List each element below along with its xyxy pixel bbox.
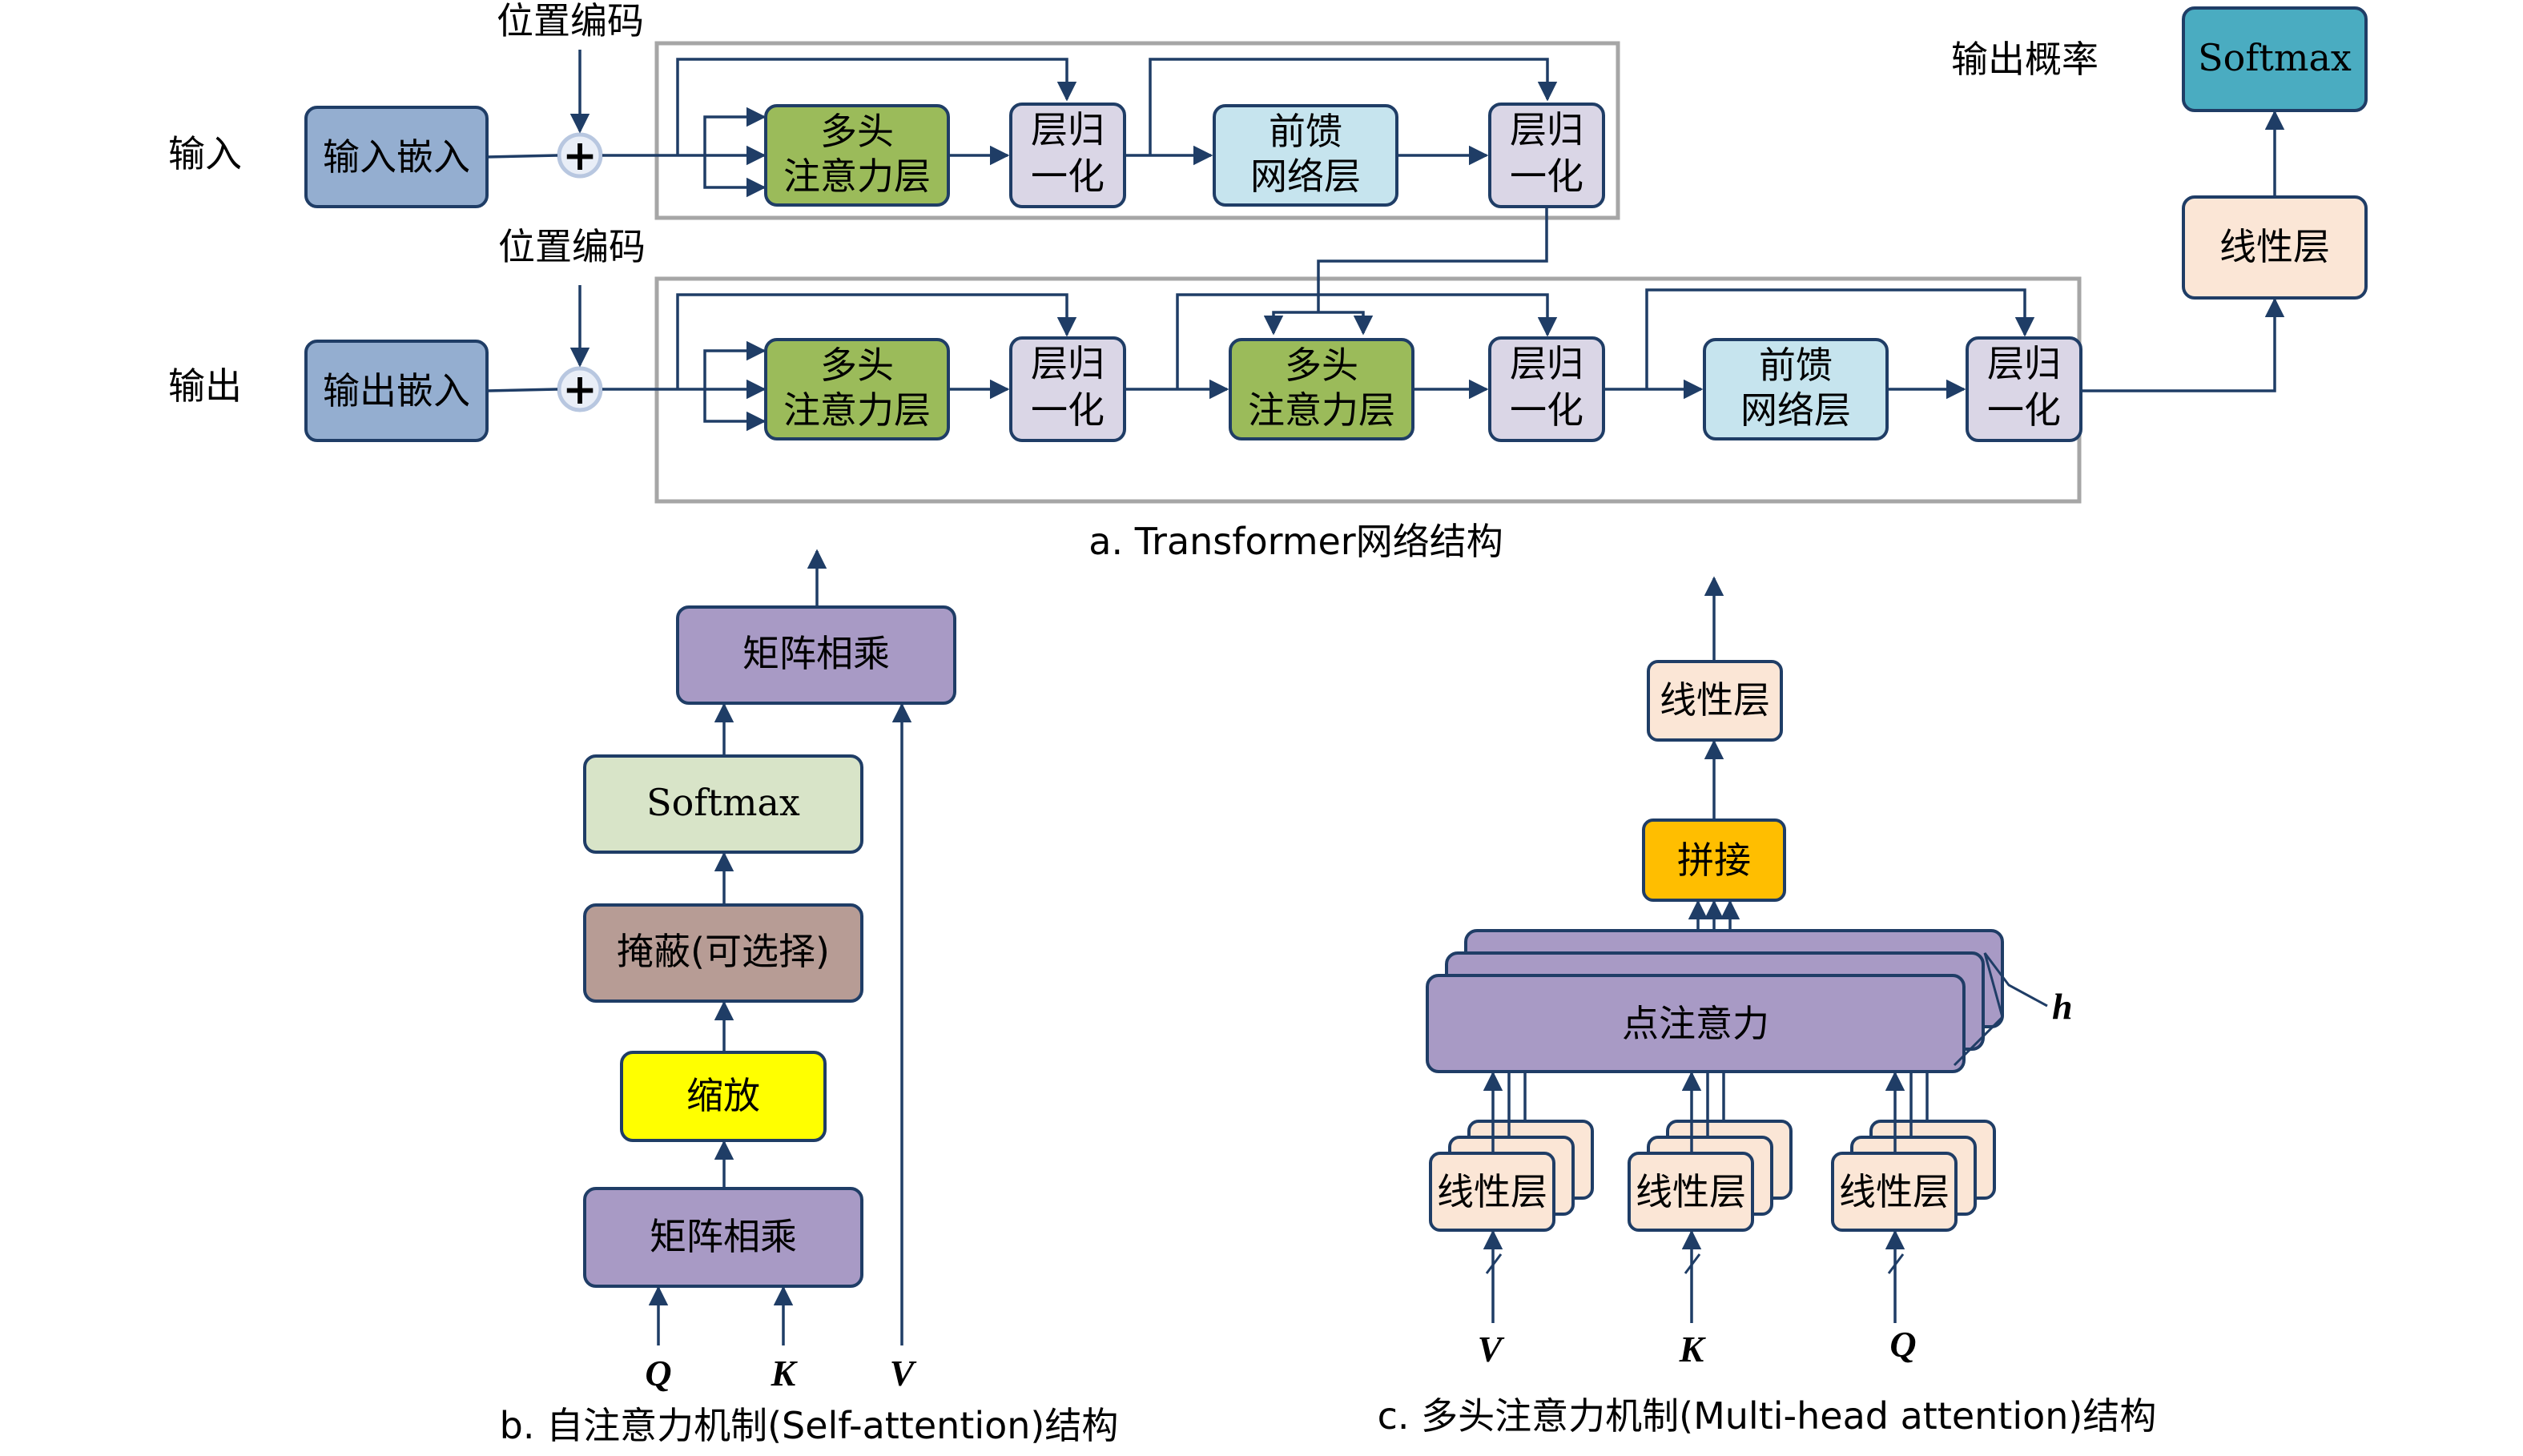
- c-q-label: Q: [1889, 1324, 1916, 1365]
- add-icon-top: [557, 132, 603, 179]
- add-symbol-top: +: [562, 131, 598, 180]
- decoder-ffn-line1: 前馈: [1759, 344, 1833, 387]
- dec-to-linear: [2081, 297, 2285, 392]
- c-k-input-tick: [1684, 1253, 1701, 1274]
- enc-to-dec-a: [1263, 311, 1318, 336]
- decoder-mha2-line2: 注意力层: [1248, 388, 1395, 432]
- b-matmul-top-text: 矩阵相乘: [742, 632, 890, 675]
- input-embedding-text: 输入嵌入: [323, 135, 470, 179]
- b-mask-text: 掩蔽(可选择): [617, 930, 830, 973]
- b-k-label: K: [771, 1353, 799, 1394]
- decoder-mha1-line1: 多头: [820, 344, 894, 387]
- c-dot-attention-text: 点注意力: [1622, 1002, 1769, 1045]
- output-embedding-text: 输出嵌入: [323, 369, 470, 412]
- c-linear-k-text: 线性层: [1636, 1170, 1746, 1213]
- decoder-norm3-line2: 一化: [1987, 388, 2061, 432]
- output-softmax-text: Softmax: [2198, 36, 2352, 79]
- dec-branch-a: [703, 340, 767, 389]
- b-v-label: V: [890, 1353, 917, 1394]
- c-linear-v-text: 线性层: [1437, 1170, 1547, 1213]
- decoder-norm3-box: [1966, 336, 2082, 442]
- dec-residual-1: [676, 293, 1077, 389]
- positional-encoding-label-bottom: 位置编码: [498, 225, 646, 268]
- panel-b-caption: b. 自注意力机制(Self-attention)结构: [500, 1404, 1119, 1447]
- b-matmul-top-box: [676, 605, 956, 705]
- arrow-input-embed-plus: [486, 154, 558, 159]
- c-q-input-tick: [1887, 1253, 1905, 1274]
- decoder-mha1-line2: 注意力层: [783, 388, 931, 432]
- decoder-ffn-line2: 网络层: [1740, 388, 1851, 432]
- enc-to-dec-b: [1318, 311, 1374, 336]
- enc-residual-1: [676, 58, 1077, 155]
- decoder-norm2-line2: 一化: [1510, 388, 1583, 432]
- c-h-label: h: [2052, 986, 2073, 1027]
- panel-b: 矩阵相乘 Softmax 掩蔽(可选择) 缩放 矩阵相乘 Q K V b. 自注…: [500, 549, 1119, 1447]
- encoder-ffn-line1: 前馈: [1269, 110, 1342, 153]
- encoder-norm2-line1: 层归: [1510, 108, 1583, 151]
- b-softmax-text: Softmax: [646, 781, 800, 824]
- decoder-norm1-line2: 一化: [1031, 388, 1105, 432]
- panel-a-caption: a. Transformer网络结构: [1088, 520, 1503, 563]
- decoder-mha2-line1: 多头: [1285, 344, 1358, 387]
- dec-residual-2: [1176, 293, 1558, 389]
- encoder-norm2-line2: 一化: [1510, 155, 1583, 198]
- c-linear-top-text: 线性层: [1660, 678, 1770, 722]
- enc-to-dec-connector: [1317, 207, 1548, 312]
- encoder-norm1-line1: 层归: [1031, 108, 1105, 151]
- output-linear-text: 线性层: [2219, 225, 2330, 268]
- dec-branch-c: [703, 389, 767, 432]
- encoder-mha-line1: 多头: [820, 110, 894, 153]
- add-icon-bottom: [557, 366, 603, 412]
- arrow-output-embed-plus: [486, 388, 558, 392]
- enc-branch-c: [703, 155, 767, 198]
- panel-c: 线性层 拼接 点注意力 h 线性层 线性层 线性层: [1378, 576, 2157, 1438]
- c-k-label: K: [1679, 1329, 1707, 1370]
- c-v-input-tick: [1485, 1253, 1503, 1274]
- panel-c-caption: c. 多头注意力机制(Multi-head attention)结构: [1378, 1394, 2157, 1438]
- b-matmul-bottom-box: [583, 1187, 863, 1288]
- b-q-label: Q: [645, 1353, 671, 1394]
- b-matmul-bottom-text: 矩阵相乘: [650, 1215, 797, 1258]
- c-v-label: V: [1478, 1329, 1505, 1370]
- encoder-ffn-line2: 网络层: [1250, 155, 1361, 198]
- encoder-frame: [654, 41, 1620, 220]
- add-symbol-bottom: +: [562, 365, 598, 414]
- enc-residual-2: [1149, 58, 1558, 155]
- decoder-norm3-line1: 层归: [1987, 342, 2061, 385]
- output-probability-label: 输出概率: [1951, 38, 2098, 81]
- decoder-norm1-line1: 层归: [1031, 342, 1105, 385]
- output-label: 输出: [168, 364, 242, 408]
- input-label: 输入: [168, 132, 242, 175]
- decoder-norm2-line1: 层归: [1510, 342, 1583, 385]
- dec-residual-3: [1645, 288, 2035, 389]
- encoder-mha-line2: 注意力层: [783, 155, 931, 198]
- c-h-bracket: [1953, 952, 2048, 1067]
- output-softmax-box: [2182, 6, 2368, 112]
- encoder-norm1-line2: 一化: [1031, 155, 1105, 198]
- c-concat-text: 拼接: [1677, 839, 1751, 882]
- positional-encoding-label-top: 位置编码: [497, 0, 644, 42]
- c-linear-q-text: 线性层: [1839, 1170, 1950, 1213]
- panel-a: 输入 输出 位置编码 位置编码 输出概率 输入嵌入 输出嵌入 + + 多头 注意…: [168, 0, 2368, 563]
- b-scale-text: 缩放: [686, 1074, 760, 1117]
- enc-branch-a: [703, 107, 767, 155]
